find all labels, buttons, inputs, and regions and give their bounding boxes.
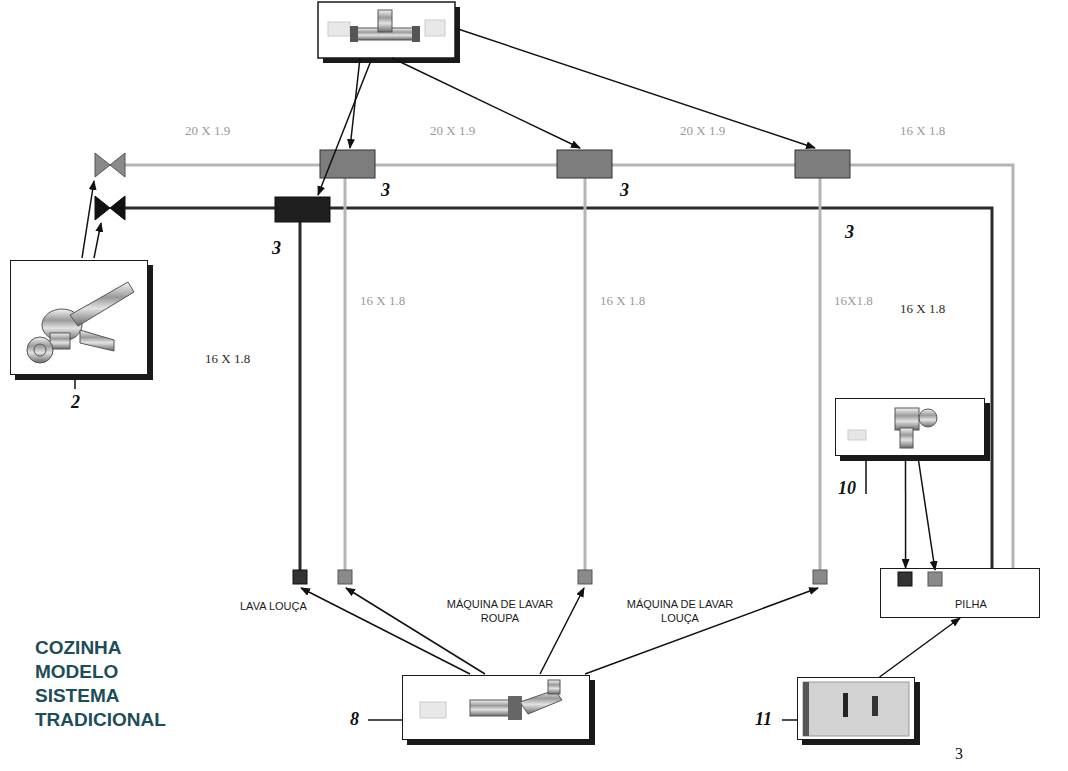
- outlet-square: [898, 572, 912, 586]
- outlet-label: MÁQUINA DE LAVAR ROUPA: [435, 598, 565, 626]
- plate-slot: [872, 696, 878, 716]
- pointer-arrow: [455, 28, 815, 148]
- fitting-photo: [548, 680, 560, 694]
- pointer-arrow: [318, 58, 372, 195]
- photo-box: 8: [402, 675, 590, 740]
- cold-branch: [299, 222, 302, 570]
- fitting-photo: [895, 408, 919, 430]
- hot-branch: [819, 178, 822, 570]
- faucet-photo: [80, 330, 114, 351]
- outlet-label: LAVA LOUÇA: [240, 600, 307, 614]
- valve-symbol: [95, 196, 125, 220]
- pipe-dimension: 20 X 1.9: [185, 124, 230, 139]
- faucet-photo: [70, 282, 134, 326]
- outlet-square: [293, 570, 307, 584]
- faucet-photo: [34, 344, 46, 356]
- outlet-label: PILHA: [955, 598, 987, 611]
- pointer-arrow: [585, 588, 818, 674]
- callout-number: 11: [755, 709, 772, 730]
- leader-line: [368, 719, 402, 721]
- outlet-square: [813, 570, 827, 584]
- tee-fitting: [275, 197, 330, 222]
- pointer-arrow: [880, 618, 960, 677]
- fitting-photo: [470, 700, 510, 716]
- pipe-dimension: 16 X 1.8: [900, 302, 945, 317]
- fitting-photo: [412, 26, 420, 42]
- plate-photo: [803, 682, 909, 736]
- pointer-arrow: [82, 181, 94, 258]
- hot-pipe: [125, 165, 1013, 568]
- hot-branch: [344, 178, 347, 570]
- plate-photo: [803, 682, 809, 736]
- pointer-arrow: [905, 456, 907, 568]
- valve-symbol: [95, 153, 125, 177]
- plate-slot: [843, 693, 848, 717]
- leader-line: [865, 458, 867, 494]
- pipe-dimension: 20 X 1.9: [680, 124, 725, 139]
- tee-fitting: [795, 150, 850, 178]
- pipe-dimension: 16 X 1.8: [360, 294, 405, 309]
- pipe-dimension: 16 X 1.8: [205, 352, 250, 367]
- photo-box: 2: [10, 260, 148, 375]
- leader-line: [74, 377, 76, 389]
- pipe-dimension: 16 X 1.8: [900, 124, 945, 139]
- fitting-photo: [848, 430, 866, 440]
- callout-number: 8: [350, 709, 359, 730]
- outlet-box: PILHA: [880, 568, 1040, 618]
- tee-fitting: [557, 150, 612, 178]
- callout-number: 10: [838, 478, 856, 499]
- callout-number: 2: [71, 392, 80, 413]
- pointer-arrow: [301, 588, 470, 674]
- page-number: 3: [955, 745, 963, 763]
- photo-box: 10: [835, 398, 985, 456]
- photo-box: 11: [797, 677, 915, 740]
- outlet-square: [578, 570, 592, 584]
- diagram-title: COZINHA MODELO SISTEMA TRADICIONAL: [35, 636, 180, 732]
- callout-number: 3: [272, 238, 281, 259]
- pointer-arrow: [392, 58, 580, 148]
- cold-pipe: [125, 208, 992, 568]
- fitting-photo: [425, 20, 445, 36]
- fitting-photo: [420, 702, 446, 718]
- faucet-photo: [27, 337, 53, 363]
- fitting-photo: [350, 26, 358, 42]
- callout-number: 3: [381, 180, 390, 201]
- outlet-label: MÁQUINA DE LAVAR LOUÇA: [615, 598, 745, 626]
- pipe-dimension: 16X1.8: [834, 294, 873, 309]
- tee-fitting: [320, 150, 375, 178]
- pointer-arrow: [918, 457, 935, 570]
- fitting-photo: [900, 428, 913, 448]
- photo-box: [318, 2, 455, 58]
- fitting-photo: [508, 696, 522, 720]
- leader-line: [782, 719, 797, 721]
- outlet-square: [928, 572, 942, 586]
- hot-branch: [584, 178, 587, 570]
- callout-number: 3: [620, 180, 629, 201]
- fitting-photo: [378, 10, 392, 32]
- fitting-photo: [919, 409, 937, 427]
- outlet-square: [338, 570, 352, 584]
- pipe-dimension: 16 X 1.8: [600, 294, 645, 309]
- pointer-arrow: [94, 223, 101, 258]
- fitting-photo: [328, 22, 350, 36]
- callout-number: 3: [845, 222, 854, 243]
- pipe-dimension: 20 X 1.9: [430, 124, 475, 139]
